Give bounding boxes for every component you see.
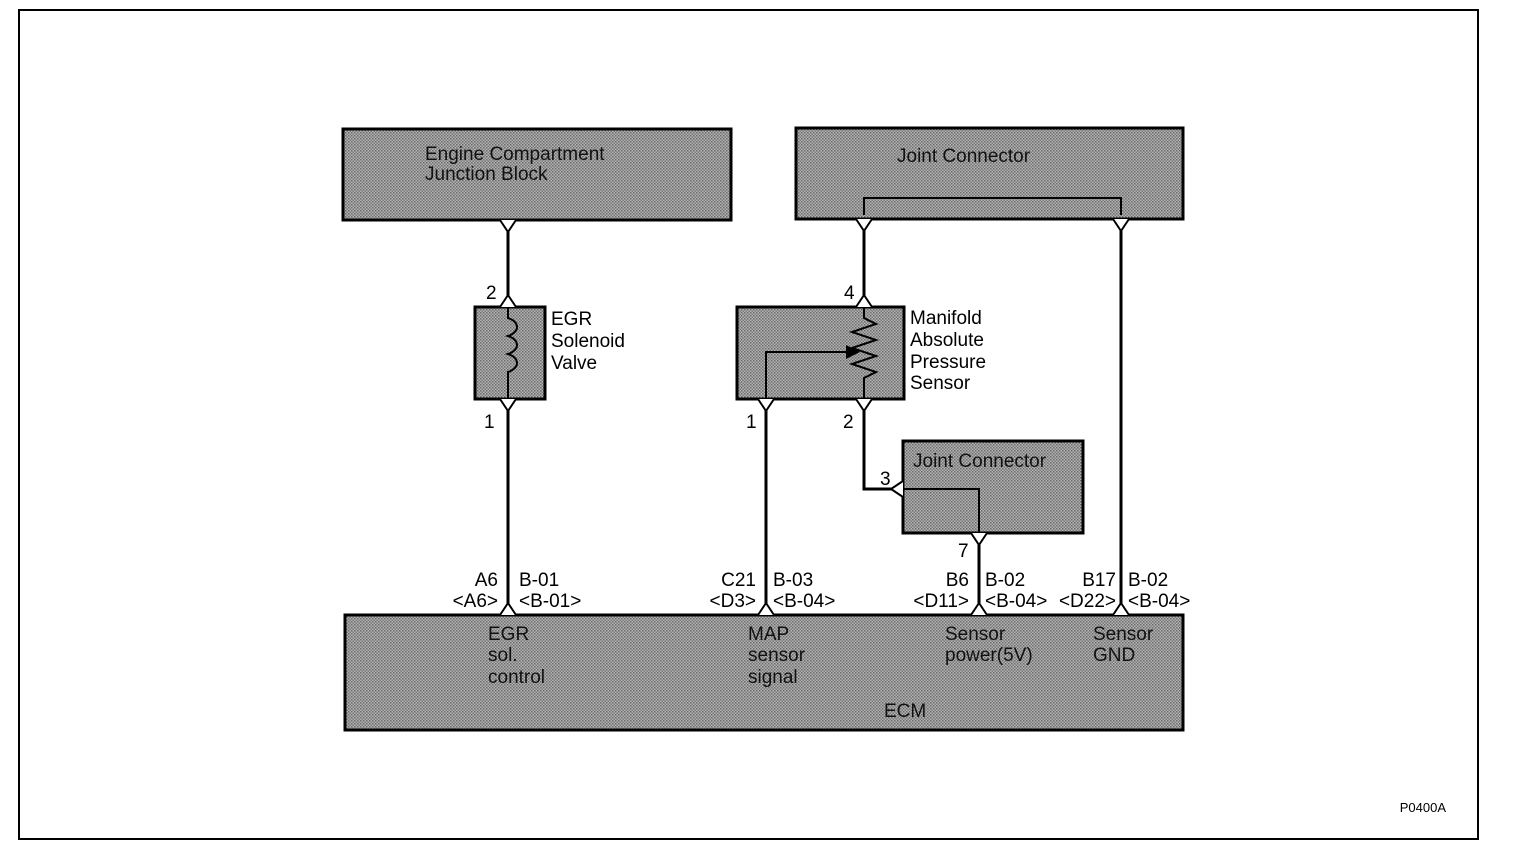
- terminal-connector: B-01: [519, 570, 559, 591]
- terminal-connector-alt: <B-01>: [519, 591, 581, 612]
- ecm-terminal-map: C21 <D3> B-03 <B-04>: [710, 570, 836, 612]
- terminal-pin-alt: <D22>: [1059, 591, 1116, 612]
- ecm-sensor-power-line1: Sensor: [945, 624, 1006, 645]
- pin-joint-in: 3: [880, 469, 891, 490]
- connector-ecm-power-icon: [970, 601, 988, 616]
- junction-block-label-line1: Engine Compartment: [425, 144, 605, 165]
- connector-joint-mid-out-icon: [970, 532, 988, 547]
- terminal-connector-alt: <B-04>: [1128, 591, 1190, 612]
- map-sensor: Manifold Absolute Pressure Sensor: [735, 305, 986, 401]
- terminal-connector-alt: <B-04>: [773, 591, 835, 612]
- solenoid-coil-symbol: [504, 307, 518, 399]
- connector-egr-bottom-icon: [499, 398, 517, 413]
- connector-junction-bottom-icon: [499, 219, 517, 234]
- ecm-map-signal-line3: signal: [748, 667, 798, 688]
- connector-joint-right-icon: [1112, 218, 1130, 233]
- connector-joint-left-icon: [855, 218, 873, 233]
- wiper-arrow-icon: [846, 345, 860, 359]
- ecm-sensor-gnd-line2: GND: [1093, 645, 1135, 666]
- ecm-label: ECM: [884, 701, 926, 722]
- connector-ecm-map-icon: [757, 601, 775, 616]
- terminal-connector-alt: <B-04>: [985, 591, 1047, 612]
- ecm-egr-control-line1: EGR: [488, 624, 529, 645]
- connector-ecm-egr-icon: [499, 601, 517, 616]
- ecm-egr-control-line3: control: [488, 667, 545, 688]
- joint-mid-internal-bus: [903, 488, 980, 533]
- terminal-connector: B-02: [1128, 570, 1168, 591]
- ecm-map-signal-line1: MAP: [748, 624, 789, 645]
- pin-joint-out: 7: [958, 541, 969, 562]
- pin-egr-bottom: 1: [484, 412, 495, 433]
- ecm-sensor-gnd-line1: Sensor: [1093, 624, 1154, 645]
- egr-valve-label-line3: Valve: [551, 353, 597, 374]
- sensor-wiper-line: [765, 351, 858, 399]
- connector-symbols: [499, 218, 1130, 616]
- figure-id: P0400A: [1400, 800, 1447, 815]
- terminal-pin-alt: <D3>: [710, 591, 756, 612]
- map-sensor-label-line2: Absolute: [910, 330, 984, 351]
- terminal-connector: B-02: [985, 570, 1025, 591]
- egr-valve-label-line2: Solenoid: [551, 331, 625, 352]
- engine-junction-block: Engine Compartment Junction Block: [341, 127, 733, 222]
- map-sensor-label-line1: Manifold: [910, 308, 982, 329]
- pin-map-top: 4: [844, 283, 855, 304]
- connector-map-left-icon: [757, 398, 775, 413]
- connector-ecm-gnd-icon: [1112, 601, 1130, 616]
- ecm-terminal-power: B6 <D11> B-02 <B-04>: [913, 570, 1047, 612]
- joint-connector-top-label: Joint Connector: [897, 146, 1031, 167]
- pin-map-left: 1: [746, 412, 757, 433]
- map-sensor-label-line3: Pressure: [910, 352, 986, 373]
- ecm-terminal-egr: A6 <A6> B-01 <B-01>: [453, 570, 582, 612]
- terminal-pin: C21: [721, 570, 756, 591]
- joint-connector-top: Joint Connector: [794, 126, 1185, 221]
- terminal-connector: B-03: [773, 570, 813, 591]
- egr-valve-label-line1: EGR: [551, 309, 592, 330]
- ecm-egr-control-line2: sol.: [488, 645, 518, 666]
- terminal-pin: B6: [946, 570, 969, 591]
- joint-connector-mid-label: Joint Connector: [913, 451, 1047, 472]
- junction-block-label-line2: Junction Block: [425, 164, 548, 185]
- joint-connector-mid: Joint Connector: [901, 439, 1085, 535]
- ecm-sensor-power-line2: power(5V): [945, 645, 1033, 666]
- terminal-pin: B17: [1082, 570, 1116, 591]
- ecm-terminal-gnd: B17 <D22> B-02 <B-04>: [1059, 570, 1190, 612]
- connector-joint-mid-in-icon: [889, 480, 904, 498]
- map-sensor-label-line4: Sensor: [910, 373, 971, 394]
- connector-map-top-icon: [855, 293, 873, 308]
- ecm-map-signal-line2: sensor: [748, 645, 806, 666]
- connector-egr-top-icon: [499, 293, 517, 308]
- terminal-pin: A6: [475, 570, 498, 591]
- pin-map-right: 2: [843, 412, 854, 433]
- connector-map-right-icon: [855, 398, 873, 413]
- ecm: EGR sol. control MAP sensor signal Senso…: [343, 613, 1185, 732]
- joint-top-internal-bus: [863, 197, 1122, 215]
- terminal-pin-alt: <A6>: [453, 591, 498, 612]
- pin-egr-top: 2: [486, 283, 497, 304]
- terminal-pin-alt: <D11>: [913, 591, 969, 612]
